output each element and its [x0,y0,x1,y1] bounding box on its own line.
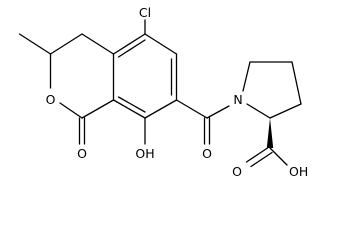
lactone-ring [49,33,115,119]
pyrrolidine-ring [242,61,302,119]
methyl-bond [18,33,52,55]
chlorine-atom: Cl [139,5,151,20]
carbonyl-oxygen-atom: O [77,146,87,161]
structure-diagram: Cl O O OH O N O OH [18,5,308,179]
nitrogen-atom: N [233,92,242,107]
acid-hydroxyl-group: OH [289,164,308,179]
aryl-carbonyl-bond [175,99,208,119]
c-n-bond [206,105,230,119]
benzene-ring [112,33,178,119]
acid-oh-bond [269,147,288,166]
amide-oxygen-atom: O [202,146,212,161]
hydroxyl-group: OH [135,146,154,161]
ring-oxygen-atom: O [46,92,56,107]
stereo-wedge-bond [266,118,274,148]
acid-carbonyl-oxygen-atom: O [232,164,242,179]
molecule-drawing: Cl O O OH O N O OH [18,5,308,179]
acid-carbonyl-bond [245,147,269,163]
